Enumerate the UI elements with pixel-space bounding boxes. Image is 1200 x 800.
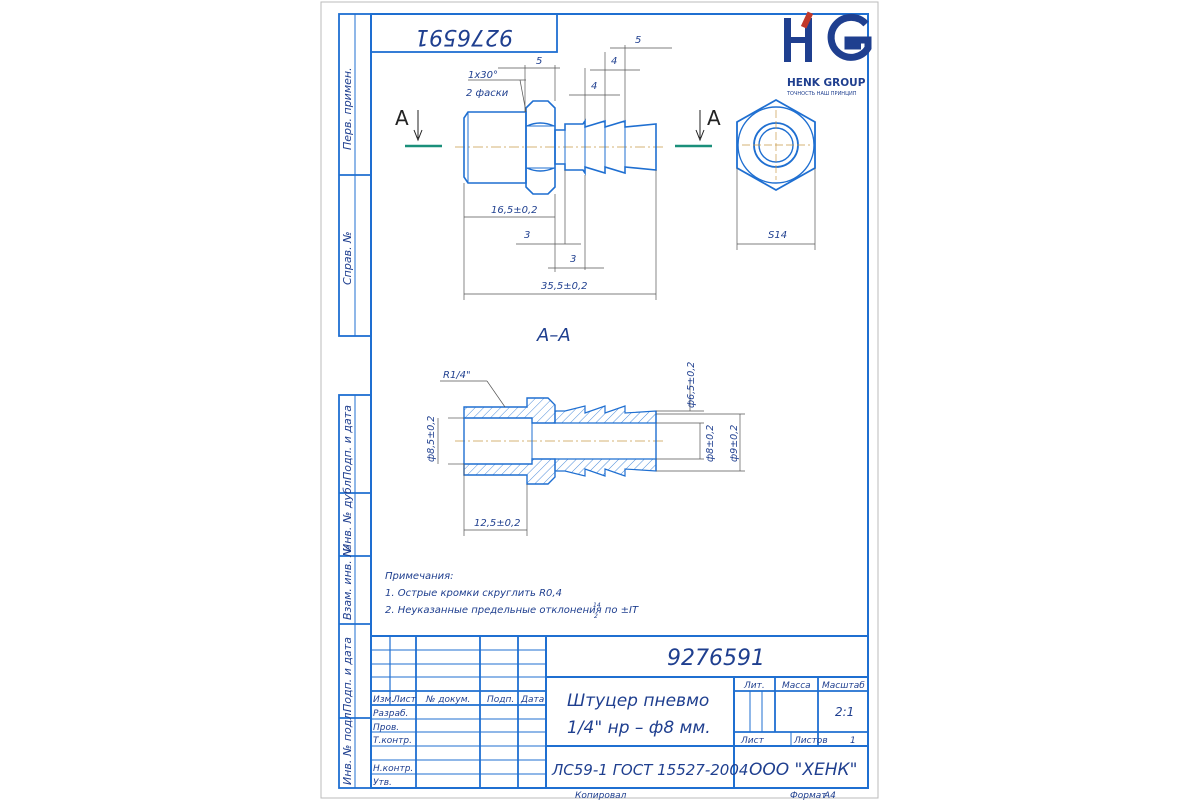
- note-1: 1. Острые кромки скруглить R0,4: [385, 588, 562, 599]
- svg-text:ф9±0,2: ф9±0,2: [729, 425, 740, 462]
- hex-end-view: S14: [736, 98, 816, 250]
- sheet-outer-border: [320, 1, 879, 799]
- svg-text:3: 3: [524, 230, 530, 241]
- svg-text:5: 5: [536, 56, 542, 67]
- scale-value: 2:1: [835, 705, 854, 719]
- svg-text:Разраб.: Разраб.: [373, 709, 408, 719]
- svg-text:Утв.: Утв.: [373, 778, 392, 788]
- svg-text:Дата: Дата: [520, 695, 544, 705]
- side-label-sprav-no: Справ. №: [341, 231, 354, 285]
- note-2-sub: 2: [594, 613, 598, 620]
- svg-text:ф8,5±0,2: ф8,5±0,2: [426, 416, 437, 462]
- svg-text:4: 4: [591, 81, 597, 92]
- company-name: ООО "ХЕНК": [749, 760, 857, 780]
- side-label-inv-dubl: Инв. № дубл.: [341, 477, 354, 552]
- kopiroval-label: Копировал: [575, 791, 627, 800]
- notes-title: Примечания:: [385, 571, 454, 582]
- svg-text:Масса: Масса: [782, 681, 811, 691]
- svg-text:Пров.: Пров.: [373, 723, 399, 733]
- logo-tagline: ТОЧНОСТЬ НАШ ПРИНЦИП: [786, 91, 857, 97]
- fitting-side-view: [455, 100, 665, 195]
- svg-text:Лит.: Лит.: [743, 681, 765, 691]
- svg-text:4: 4: [611, 56, 617, 67]
- svg-text:16,5±0,2: 16,5±0,2: [491, 205, 538, 216]
- svg-text:3: 3: [570, 254, 576, 265]
- part-name-line1: Штуцер пневмо: [567, 691, 709, 711]
- side-view-dimensions: 5 1x30° 2 фаски 4 4 5 16,5±0,2 3 3 35,5±…: [463, 35, 672, 300]
- rotated-drawing-number: 9276591: [415, 24, 513, 49]
- svg-text:Масштаб: Масштаб: [822, 681, 865, 691]
- svg-text:A: A: [707, 106, 721, 130]
- svg-text:Лист: Лист: [392, 695, 417, 705]
- svg-text:A: A: [395, 106, 409, 130]
- svg-text:Н.контр.: Н.контр.: [373, 764, 413, 774]
- note-2: 2. Неуказанные предельные отклонения по …: [385, 605, 639, 616]
- notes: Примечания: 1. Острые кромки скруглить R…: [385, 571, 639, 620]
- svg-text:35,5±0,2: 35,5±0,2: [541, 281, 588, 292]
- section-mark-right: A: [675, 106, 721, 148]
- material: ЛС59-1 ГОСТ 15527-2004: [551, 761, 748, 779]
- side-label-podp-data-1: Подп. и дата: [341, 405, 354, 480]
- section-title: A–A: [536, 325, 571, 346]
- svg-text:5: 5: [635, 35, 641, 46]
- fitting-section-view: ф8,5±0,2 ф6,5±0,2 ф8±0,2 ф9±0,2 12,5±0,2…: [426, 362, 745, 536]
- side-label-inv-podl: Инв. № подл.: [341, 709, 354, 785]
- section-mark-left: A: [395, 106, 442, 148]
- format-label: Формат: [790, 791, 827, 800]
- svg-text:Т.контр.: Т.контр.: [373, 736, 412, 746]
- title-doc-number: 9276591: [667, 646, 765, 671]
- henk-group-logo: HENK GROUP ТОЧНОСТЬ НАШ ПРИНЦИП: [784, 11, 872, 97]
- svg-text:S14: S14: [768, 230, 787, 241]
- svg-text:№ докум.: № докум.: [425, 695, 470, 705]
- svg-text:R1/4": R1/4": [443, 370, 471, 381]
- logo-name: HENK GROUP: [787, 77, 866, 89]
- svg-text:1: 1: [850, 736, 856, 746]
- side-label-vzam-inv: Взам. инв. №: [341, 545, 354, 620]
- rotated-number-box: [370, 13, 558, 53]
- format-value: А4: [823, 791, 836, 800]
- svg-text:12,5±0,2: 12,5±0,2: [474, 518, 521, 529]
- svg-text:Подп.: Подп.: [487, 695, 514, 705]
- side-label-perv-primen: Перв. примен.: [341, 67, 354, 150]
- svg-text:ф8±0,2: ф8±0,2: [705, 425, 716, 462]
- svg-text:2 фаски: 2 фаски: [466, 88, 509, 99]
- svg-text:Листов: Листов: [793, 736, 828, 746]
- svg-text:Изм.: Изм.: [373, 695, 394, 705]
- note-2-sup: 14: [593, 602, 601, 609]
- svg-text:ф6,5±0,2: ф6,5±0,2: [686, 362, 697, 408]
- svg-text:Лист: Лист: [740, 736, 765, 746]
- svg-text:1x30°: 1x30°: [468, 70, 498, 81]
- side-label-podp-data-2: Подп. и дата: [341, 637, 354, 712]
- left-side-strip: Перв. примен. Справ. № Подп. и дата Инв.…: [338, 13, 372, 789]
- title-block: 9276591 Изм. Лист № докум. Подп. Дата Ра…: [370, 635, 869, 789]
- part-name-line2: 1/4" нр – ф8 мм.: [567, 718, 711, 738]
